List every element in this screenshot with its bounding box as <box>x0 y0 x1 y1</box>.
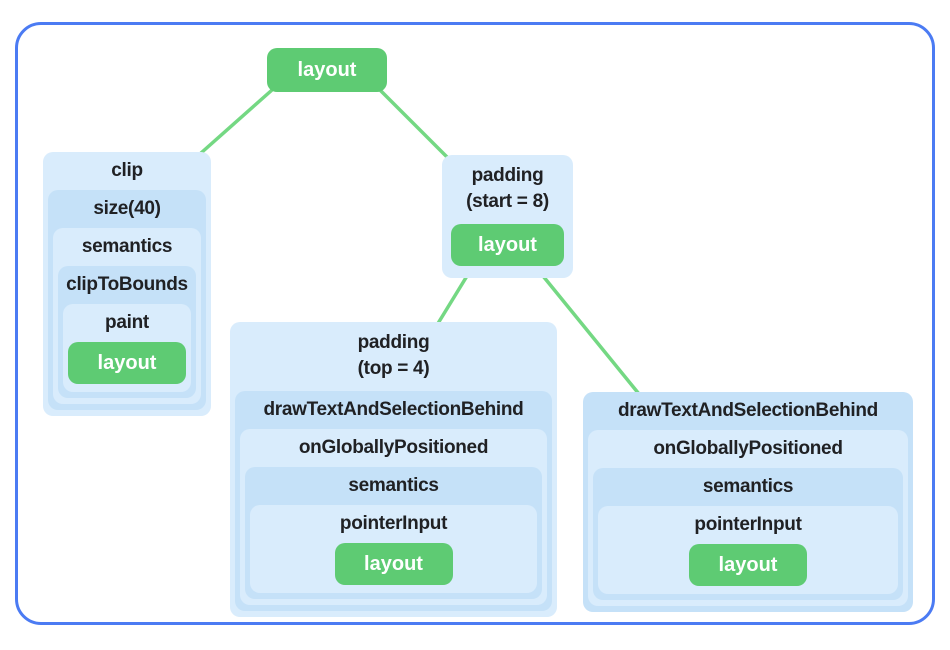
node-pointerinput: pointerInput layout <box>250 505 537 593</box>
leaf-layout: layout <box>451 224 564 266</box>
node-padding-top-line1: padding <box>357 332 430 353</box>
node-clip: clip size(40) semantics clipToBounds pai… <box>43 152 211 416</box>
node-ongloballypositioned-label: onGloballyPositioned <box>298 437 489 458</box>
node-ongloballypositioned: onGloballyPositioned semantics pointerIn… <box>240 429 547 605</box>
leaf-layout: layout <box>689 544 807 586</box>
node-padding-start-label: padding (start = 8) <box>447 155 568 224</box>
node-pointerinput: pointerInput layout <box>598 506 898 594</box>
node-cliptobounds: clipToBounds paint layout <box>58 266 196 398</box>
node-paint: paint layout <box>63 304 191 392</box>
node-drawtextandselectionbehind-label: drawTextAndSelectionBehind <box>618 400 878 421</box>
node-semantics-label: semantics <box>702 476 794 497</box>
node-semantics: semantics clipToBounds paint layout <box>53 228 201 404</box>
node-padding-start: padding (start = 8) layout <box>442 155 573 278</box>
node-size: size(40) semantics clipToBounds paint la… <box>48 190 206 410</box>
node-semantics: semantics pointerInput layout <box>593 468 903 600</box>
node-layout-root: layout <box>267 48 387 92</box>
node-semantics: semantics pointerInput layout <box>245 467 542 599</box>
node-paint-label: paint <box>105 312 149 333</box>
node-padding-top: padding (top = 4) drawTextAndSelectionBe… <box>230 322 557 617</box>
node-padding-start-line1: padding <box>471 165 544 186</box>
node-drawtextandselectionbehind: drawTextAndSelectionBehind onGloballyPos… <box>235 391 552 611</box>
node-padding-start-line2: (start = 8) <box>466 191 549 212</box>
leaf-layout: layout <box>334 543 453 585</box>
node-pointerinput-label: pointerInput <box>339 513 448 534</box>
node-drawtextandselectionbehind: drawTextAndSelectionBehind onGloballyPos… <box>583 392 913 612</box>
node-drawtextandselectionbehind-label: drawTextAndSelectionBehind <box>263 399 524 420</box>
node-clip-label: clip <box>111 160 143 181</box>
node-pointerinput-label: pointerInput <box>694 514 802 535</box>
node-cliptobounds-label: clipToBounds <box>66 274 188 295</box>
node-ongloballypositioned-label: onGloballyPositioned <box>653 438 843 459</box>
node-padding-top-line2: (top = 4) <box>357 358 430 379</box>
node-semantics-label: semantics <box>348 475 439 496</box>
node-size-label: size(40) <box>93 198 161 219</box>
node-padding-top-label: padding (top = 4) <box>235 322 552 391</box>
node-semantics-label: semantics <box>81 236 173 257</box>
node-ongloballypositioned: onGloballyPositioned semantics pointerIn… <box>588 430 908 606</box>
leaf-layout: layout <box>68 342 186 384</box>
